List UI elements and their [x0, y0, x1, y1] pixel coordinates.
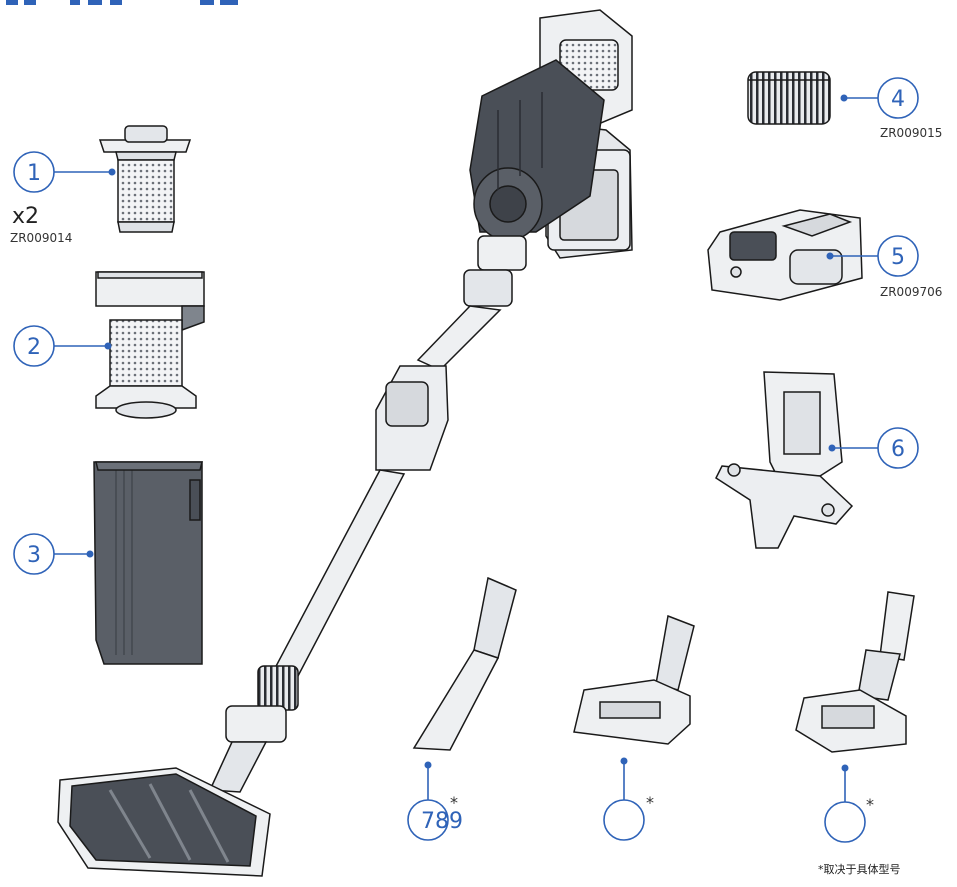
- asterisk-8: *: [646, 793, 654, 812]
- callout-number-1: 1: [27, 161, 41, 186]
- callout-7: [407, 761, 449, 841]
- dust-bin-cover-icon: [93, 461, 203, 665]
- footnote: *取决于具体型号: [818, 862, 901, 876]
- callout-number-2: 2: [27, 335, 41, 360]
- crevice-tool-icon: [412, 576, 517, 751]
- callout-1: [13, 151, 116, 193]
- hepa-filter-icon: [747, 71, 831, 125]
- quantity-label: x2: [12, 204, 39, 229]
- part-code-4: ZR009015: [880, 126, 942, 140]
- callout-6: [828, 427, 919, 469]
- callout-9: [824, 764, 866, 843]
- callout-numbers-789: 789: [421, 809, 463, 834]
- upholstery-tool-icon: [573, 614, 695, 745]
- battery-pack-icon: [707, 209, 863, 301]
- filter-assembly-icon: [95, 271, 205, 419]
- part-code-1: ZR009014: [10, 231, 72, 245]
- wall-bracket-icon: [715, 371, 854, 549]
- header-partial: [6, 0, 238, 5]
- stick-vacuum-icon: [57, 9, 633, 877]
- callout-5: [826, 235, 919, 277]
- callout-number-4: 4: [891, 87, 905, 112]
- callout-number-3: 3: [27, 543, 41, 568]
- asterisk-9: *: [866, 795, 874, 814]
- post-motor-filter-icon: [98, 125, 192, 233]
- asterisk-7: *: [450, 793, 458, 812]
- part-code-5: ZR009706: [880, 285, 942, 299]
- callout-2: [13, 325, 112, 367]
- callout-8: [603, 757, 645, 841]
- mini-motor-brush-icon: [795, 591, 915, 753]
- callout-4: [840, 77, 919, 119]
- callout-number-6: 6: [891, 437, 905, 462]
- callout-number-5: 5: [891, 245, 905, 270]
- callout-3: [13, 533, 94, 575]
